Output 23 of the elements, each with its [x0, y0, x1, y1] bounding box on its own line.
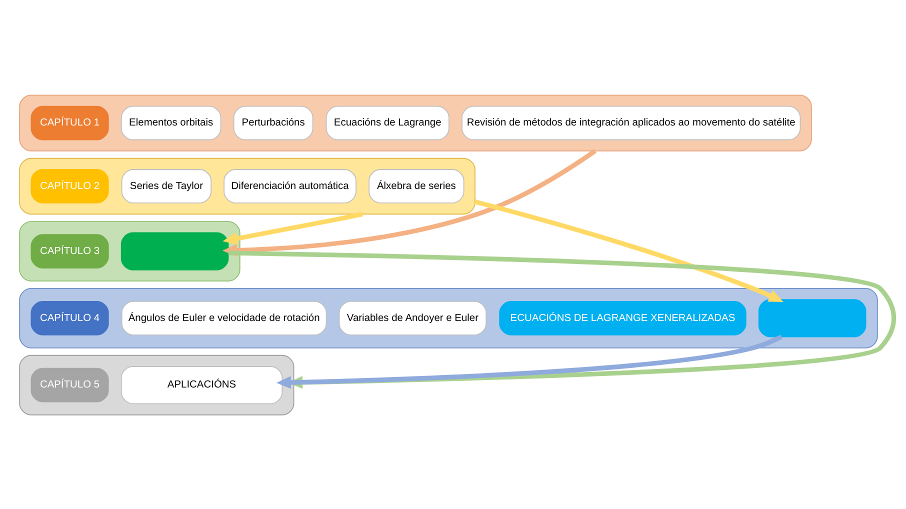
arrow — [474, 199, 784, 302]
node-box: Ecuacións de Lagrange — [326, 105, 450, 140]
node-box — [120, 232, 229, 270]
node-box: Álxebra de series — [368, 168, 464, 203]
node-box: Ángulos de Euler e velocidade de rotación — [121, 300, 327, 335]
node-box: CAPÍTULO 2 — [30, 168, 109, 203]
node-box: Perturbacións — [233, 105, 314, 140]
arrow — [222, 211, 364, 244]
node-box: CAPÍTULO 5 — [30, 367, 109, 402]
node-box: Elementos orbitais — [120, 105, 222, 140]
cluster — [19, 157, 476, 214]
cluster — [19, 354, 294, 415]
node-box — [758, 298, 866, 337]
node-box: ECUACIÓNS DE LAGRANGE XENERALIZADAS — [499, 300, 746, 335]
node-box: CAPÍTULO 4 — [30, 300, 109, 335]
node-box: Revisión de métodos de integración aplicados ao movemento do satélite — [462, 105, 801, 140]
node-box: Series de Taylor — [121, 168, 212, 203]
node-box: Diferenciación automática — [224, 168, 356, 203]
node-box: APLICACIÓNS — [120, 366, 283, 404]
node-box: Variables de Andoyer e Euler — [338, 300, 487, 335]
node-box: CAPÍTULO 1 — [30, 105, 109, 140]
cluster — [19, 94, 812, 151]
node-box: CAPÍTULO 3 — [30, 234, 109, 268]
